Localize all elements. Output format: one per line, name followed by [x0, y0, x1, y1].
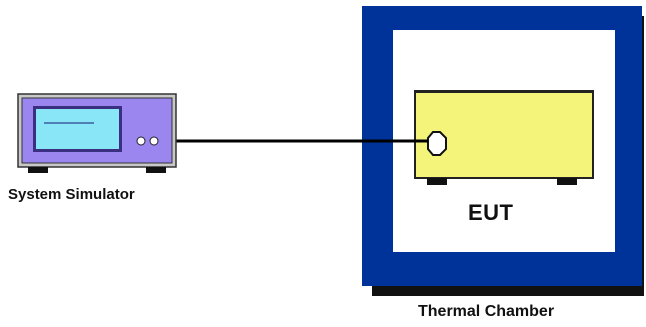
simulator-port-icon: [136, 136, 146, 146]
simulator-screen: [36, 109, 119, 149]
simulator-foot-right: [146, 167, 166, 173]
system-simulator: [17, 93, 177, 173]
system-simulator-label: System Simulator: [8, 186, 135, 203]
eut-device: [414, 90, 594, 185]
eut-body: [414, 90, 594, 179]
eut-foot-right: [557, 178, 577, 185]
simulator-port-icon: [149, 136, 159, 146]
eut-connector-icon: [427, 131, 447, 156]
simulator-foot-left: [28, 167, 48, 173]
thermal-chamber-label: Thermal Chamber: [418, 303, 555, 320]
eut-foot-left: [427, 178, 447, 185]
eut-label: EUT: [468, 200, 514, 225]
